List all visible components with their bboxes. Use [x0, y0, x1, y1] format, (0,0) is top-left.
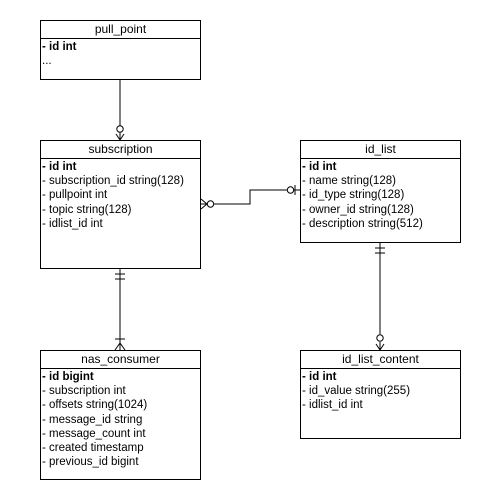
field-row: - message_count int	[42, 427, 146, 440]
entity-title: nas_consumer	[41, 351, 200, 369]
field-row: - subscription_id string(128)	[42, 175, 184, 188]
field-row: - idlist_id int	[302, 399, 363, 412]
field-row: - pullpoint int	[42, 189, 108, 202]
field-row: - id int	[302, 161, 337, 173]
relationship-pull-point-subscription	[115, 80, 125, 141]
field-row: - previous_id bigint	[42, 456, 139, 469]
entity-title: id_list	[301, 141, 460, 159]
field-row: - offsets string(1024)	[42, 399, 148, 412]
entity-subscription[interactable]: subscription - id int - subscription_id …	[40, 140, 201, 269]
entity-fields: - id int - id_value string(255) - idlist…	[301, 369, 460, 413]
field-row: - id_type string(128)	[302, 189, 405, 202]
entity-nas-consumer[interactable]: nas_consumer - id bigint - subscription …	[40, 350, 201, 480]
entity-title: id_list_content	[301, 351, 460, 369]
field-row: - description string(512)	[302, 217, 423, 230]
relationship-id-list-content	[375, 243, 385, 351]
relationship-subscription-id-list	[200, 185, 300, 210]
entity-id-list[interactable]: id_list - id int - name string(128) - id…	[300, 140, 461, 243]
entity-fields: - id int - subscription_id string(128) -…	[41, 159, 200, 231]
field-row: - created timestamp	[42, 441, 144, 454]
entity-title: pull_point	[41, 21, 200, 39]
field-row: - owner_id string(128)	[302, 203, 414, 216]
entity-title: subscription	[41, 141, 200, 159]
relationship-subscription-nas-consumer	[114, 269, 126, 351]
field-row: - id int	[42, 41, 77, 53]
field-row: - subscription int	[42, 385, 126, 398]
entity-fields: - id int ...	[41, 39, 200, 68]
entity-pull-point[interactable]: pull_point - id int ...	[40, 20, 201, 80]
field-row: - id int	[302, 371, 337, 383]
entity-fields: - id bigint - subscription int - offsets…	[41, 369, 200, 469]
field-row: - name string(128)	[302, 175, 396, 188]
field-row: - id int	[42, 161, 77, 173]
field-row: - topic string(128)	[42, 203, 132, 216]
field-row: - id bigint	[42, 371, 94, 383]
field-row: - message_id string	[42, 413, 143, 426]
field-row: ...	[42, 55, 52, 68]
field-row: - idlist_id int	[42, 217, 103, 230]
field-row: - id_value string(255)	[302, 385, 411, 398]
entity-id-list-content[interactable]: id_list_content - id int - id_value stri…	[300, 350, 461, 439]
entity-fields: - id int - name string(128) - id_type st…	[301, 159, 460, 231]
